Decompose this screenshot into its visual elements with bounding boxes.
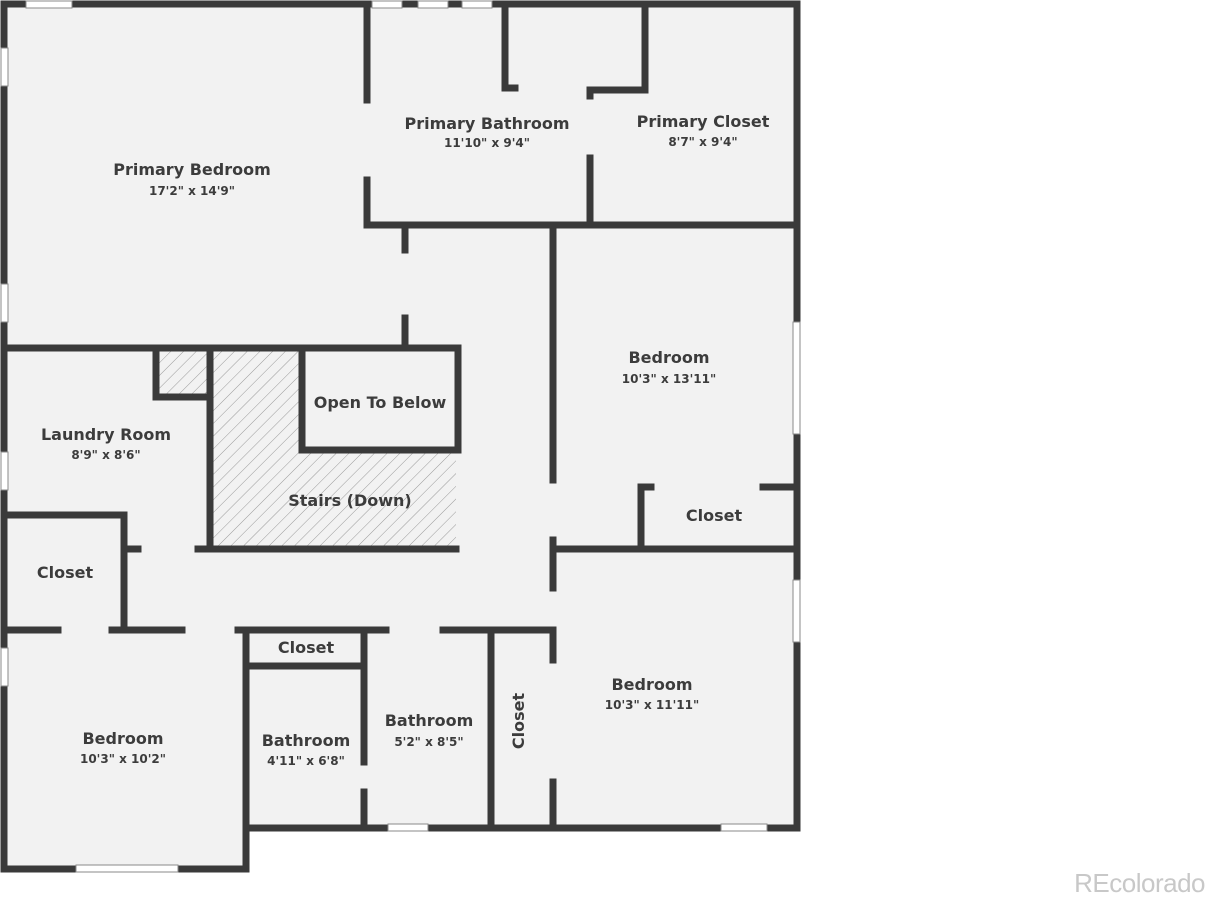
room-primary-closet: Primary Closet 8'7" x 9'4" [637, 112, 770, 149]
room-name: Stairs (Down) [288, 491, 412, 510]
room-name: Bedroom [628, 348, 709, 367]
stairs-hatch-lower [302, 450, 456, 547]
floor-area [4, 4, 797, 869]
room-bathroom-small: Bathroom 4'11" x 6'8" [262, 731, 351, 768]
chase-hatch [156, 351, 208, 396]
room-name: Laundry Room [41, 425, 171, 444]
room-dimensions: 10'3" x 11'11" [605, 698, 699, 712]
room-name: Primary Closet [637, 112, 770, 131]
stairs-hatch [212, 351, 302, 547]
room-open-to-below: Open To Below [314, 393, 447, 412]
room-dimensions: 4'11" x 6'8" [267, 754, 345, 768]
room-dimensions: 8'9" x 8'6" [71, 448, 140, 462]
room-dimensions: 11'10" x 9'4" [444, 136, 530, 150]
room-dimensions: 10'3" x 10'2" [80, 752, 166, 766]
room-name: Primary Bathroom [404, 114, 569, 133]
room-name: Closet [686, 506, 743, 525]
room-primary-bedroom: Primary Bedroom 17'2" x 14'9" [113, 160, 271, 198]
room-name: Bedroom [611, 675, 692, 694]
room-closet-ne: Closet [686, 506, 743, 525]
room-name: Open To Below [314, 393, 447, 412]
room-closet-middle: Closet [278, 638, 335, 657]
room-closet-vertical: Closet [509, 693, 528, 750]
room-bathroom-middle: Bathroom 5'2" x 8'5" [385, 711, 474, 749]
room-name: Bathroom [385, 711, 474, 730]
room-name: Closet [509, 693, 528, 750]
room-bedroom-se: Bedroom 10'3" x 11'11" [605, 675, 699, 712]
room-bedroom-sw: Bedroom 10'3" x 10'2" [80, 729, 166, 766]
windows [0, 0, 801, 873]
room-laundry: Laundry Room 8'9" x 8'6" [41, 425, 171, 462]
room-stairs: Stairs (Down) [288, 491, 412, 510]
room-name: Closet [278, 638, 335, 657]
room-primary-bathroom: Primary Bathroom 11'10" x 9'4" [404, 114, 569, 150]
room-dimensions: 5'2" x 8'5" [394, 735, 463, 749]
room-dimensions: 8'7" x 9'4" [668, 135, 737, 149]
recolorado-watermark: REcolorado [1074, 868, 1205, 898]
room-dimensions: 17'2" x 14'9" [149, 184, 235, 198]
room-name: Closet [37, 563, 94, 582]
room-bedroom-ne: Bedroom 10'3" x 13'11" [622, 348, 716, 386]
room-dimensions: 10'3" x 13'11" [622, 372, 716, 386]
room-name: Bathroom [262, 731, 351, 750]
room-closet-west: Closet [37, 563, 94, 582]
room-name: Primary Bedroom [113, 160, 271, 179]
room-name: Bedroom [82, 729, 163, 748]
